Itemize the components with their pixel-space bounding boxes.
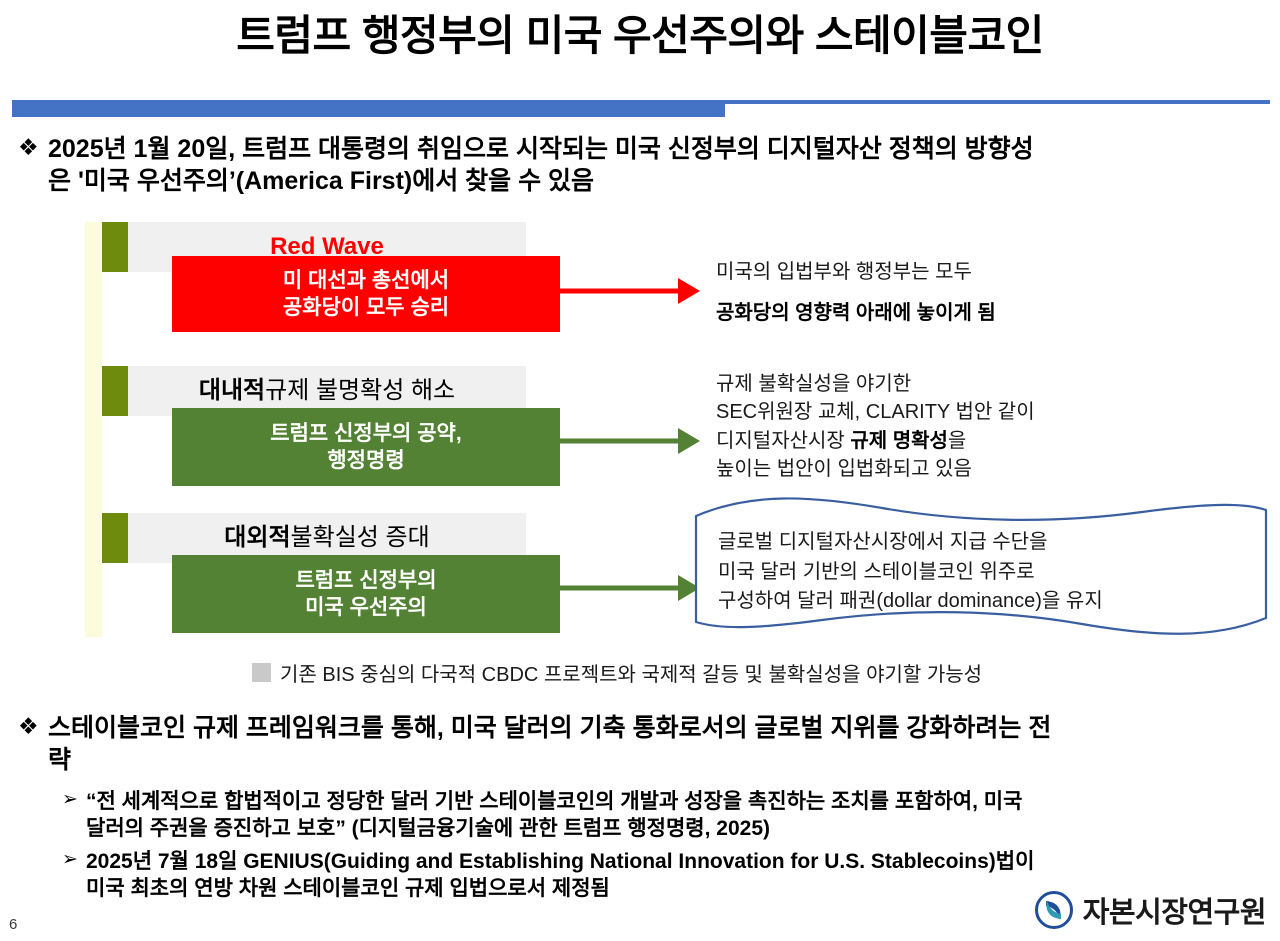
- row2-side-text: 규제 불확실성을 야기한 SEC위원장 교체, CLARITY 법안 같이 디지…: [716, 370, 1256, 484]
- row1-arrow-head: [678, 278, 700, 304]
- row2-side-line3-pre: 디지털자산시장: [716, 429, 851, 452]
- row1-side-line1: 미국의 입법부와 행정부는 모두: [716, 261, 972, 283]
- row1-body-box: 미 대선과 총선에서 공화당이 모두 승리: [172, 256, 560, 332]
- row3-arrow-head: [678, 575, 700, 601]
- row2-side-line4: 높이는 법안이 입법화되고 있음: [716, 458, 972, 481]
- sub-bullet-2-line1: 2025년 7월 18일 GENIUS(Guiding and Establis…: [86, 850, 1035, 873]
- row3-header-regular: 불확실성 증대: [290, 523, 430, 551]
- diagram-footnote: 기존 BIS 중심의 다국적 CBDC 프로젝트와 국제적 갈등 및 불확실성을…: [252, 658, 982, 687]
- row2-arrow: [560, 428, 700, 454]
- row2-body-line2: 행정명령: [327, 449, 405, 472]
- bullet-top-text: 2025년 1월 20일, 트럼프 대통령의 취임으로 시작되는 미국 신정부의…: [48, 133, 1268, 197]
- wave-callout-text: 글로벌 디지털자산시장에서 지급 수단을 미국 달러 기반의 스테이블코인 위주…: [718, 528, 1238, 617]
- row1-header-label: Red Wave: [270, 232, 384, 260]
- bullet-marker-diamond-2: ❖: [18, 713, 39, 739]
- sub-bullet-1-line1: “전 세계적으로 합법적이고 정당한 달러 기반 스테이블코인의 개발과 성장을…: [86, 790, 1023, 813]
- row3-header-bar: 대외적 불확실성 증대: [128, 513, 526, 563]
- wave-line2-red: 스테이블코인: [863, 560, 974, 583]
- row2-side-line3-emph: 규제 명확성: [850, 429, 948, 452]
- bullet-bottom: ❖ 스테이블코인 규제 프레임워크를 통해, 미국 달러의 기축 통화로서의 글…: [18, 712, 1268, 776]
- bullet-top-line1: 2025년 1월 20일, 트럼프 대통령의 취임으로 시작되는 미국 신정부의…: [48, 135, 1034, 163]
- row2-header-regular: 규제 불명확성 해소: [265, 376, 456, 404]
- row3-header-bold: 대외적: [224, 523, 291, 551]
- row3-arrow-shaft: [560, 585, 680, 591]
- row3-body-line2: 미국 우선주의: [305, 596, 427, 619]
- sub-bullet-2: ➢ 2025년 7월 18일 GENIUS(Guiding and Establ…: [62, 848, 1272, 903]
- row2-side-line3: 디지털자산시장 규제 명확성을: [716, 427, 1256, 455]
- row2-side-line3-tail: 을: [947, 429, 967, 452]
- row2-arrow-shaft: [560, 438, 680, 444]
- row2-header-bold: 대내적: [198, 376, 266, 404]
- sub-bullet-1-line2: 달러의 주권을 증진하고 보호” (디지털금융기술에 관한 트럼프 행정명령, …: [86, 817, 770, 841]
- bullet-top: ❖ 2025년 1월 20일, 트럼프 대통령의 취임으로 시작되는 미국 신정…: [18, 133, 1268, 197]
- row1-body-line1: 미 대선과 총선에서: [282, 268, 450, 292]
- wave-line3-post: 을 유지: [1041, 590, 1103, 613]
- wave-line2: 미국 달러 기반의 스테이블코인 위주로: [718, 558, 1238, 588]
- bullet-marker-diamond: ❖: [18, 134, 39, 160]
- row1-side-gap: [716, 286, 1256, 299]
- wave-line1: 글로벌 디지털자산시장에서 지급 수단을: [718, 531, 1048, 553]
- wave-line3-bold: 달러 패권(dollar dominance): [797, 590, 1042, 613]
- wave-line2-post: 위주로: [973, 560, 1035, 583]
- bullet-bottom-line1: 스테이블코인 규제 프레임워크를 통해, 미국 달러의 기축 통화로서의 글로벌…: [48, 714, 1052, 742]
- organization-logo: 자본시장연구원: [1034, 889, 1267, 931]
- row2-body-box: 트럼프 신정부의 공약, 행정명령: [172, 408, 560, 486]
- row1-accent-tab: [102, 222, 128, 272]
- row2-accent-tab: [102, 366, 128, 416]
- wave-callout-outline: [694, 497, 1268, 635]
- wave-line2-pre: 미국 달러 기반의: [718, 560, 864, 583]
- left-accent-strip: [85, 222, 102, 637]
- row1-side-line2: 공화당의 영향력 아래에 놓이게 됨: [716, 302, 996, 325]
- row3-accent-tab: [102, 513, 128, 563]
- page-number: 6: [9, 916, 18, 933]
- wave-line3: 구성하여 달러 패권(dollar dominance)을 유지: [718, 587, 1238, 617]
- row2-side-line2: SEC위원장 교체, CLARITY 법안 같이: [716, 401, 1035, 424]
- footnote-square-icon: [252, 663, 271, 682]
- sub-bullet-marker-2: ➢: [62, 849, 78, 870]
- organization-name: 자본시장연구원: [1082, 897, 1267, 929]
- row2-header-bar: 대내적 규제 불명확성 해소: [128, 366, 526, 416]
- row1-arrow-shaft: [560, 288, 680, 294]
- bullet-bottom-line2: 략: [48, 746, 72, 774]
- footnote-text: 기존 BIS 중심의 다국적 CBDC 프로젝트와 국제적 갈등 및 불확실성을…: [280, 664, 983, 686]
- row1-body-line2: 공화당이 모두 승리: [282, 296, 450, 319]
- sub-bullet-2-text: 2025년 7월 18일 GENIUS(Guiding and Establis…: [86, 848, 1272, 903]
- row2-arrow-head: [678, 428, 700, 454]
- sub-bullet-1: ➢ “전 세계적으로 합법적이고 정당한 달러 기반 스테이블코인의 개발과 성…: [62, 788, 1272, 843]
- bullet-top-line2: 은 '미국 우선주의’(America First)에서 찾을 수 있음: [48, 167, 595, 195]
- wave-callout: 글로벌 디지털자산시장에서 지급 수단을 미국 달러 기반의 스테이블코인 위주…: [692, 494, 1270, 640]
- row2-body-line1: 트럼프 신정부의 공약,: [270, 421, 462, 445]
- row3-arrow: [560, 575, 700, 601]
- row3-body-line1: 트럼프 신정부의: [295, 568, 437, 592]
- row3-body-box: 트럼프 신정부의 미국 우선주의: [172, 555, 560, 633]
- page-title: 트럼프 행정부의 미국 우선주의와 스테이블코인: [236, 12, 1044, 59]
- row1-side-text: 미국의 입법부와 행정부는 모두 공화당의 영향력 아래에 놓이게 됨: [716, 258, 1256, 328]
- wave-line3-pre: 구성하여: [718, 590, 798, 613]
- kcmi-circle-logo-icon: [1034, 891, 1073, 929]
- bullet-bottom-text: 스테이블코인 규제 프레임워크를 통해, 미국 달러의 기축 통화로서의 글로벌…: [48, 712, 1268, 776]
- sub-bullet-marker-1: ➢: [62, 789, 78, 810]
- row1-arrow: [560, 278, 700, 304]
- row2-side-line1: 규제 불확실성을 야기한: [716, 373, 912, 395]
- sub-bullet-1-text: “전 세계적으로 합법적이고 정당한 달러 기반 스테이블코인의 개발과 성장을…: [86, 788, 1272, 843]
- sub-bullet-2-line2: 미국 최초의 연방 차원 스테이블코인 규제 입법으로서 제정됨: [86, 877, 610, 901]
- header-rule-thick: [12, 100, 725, 117]
